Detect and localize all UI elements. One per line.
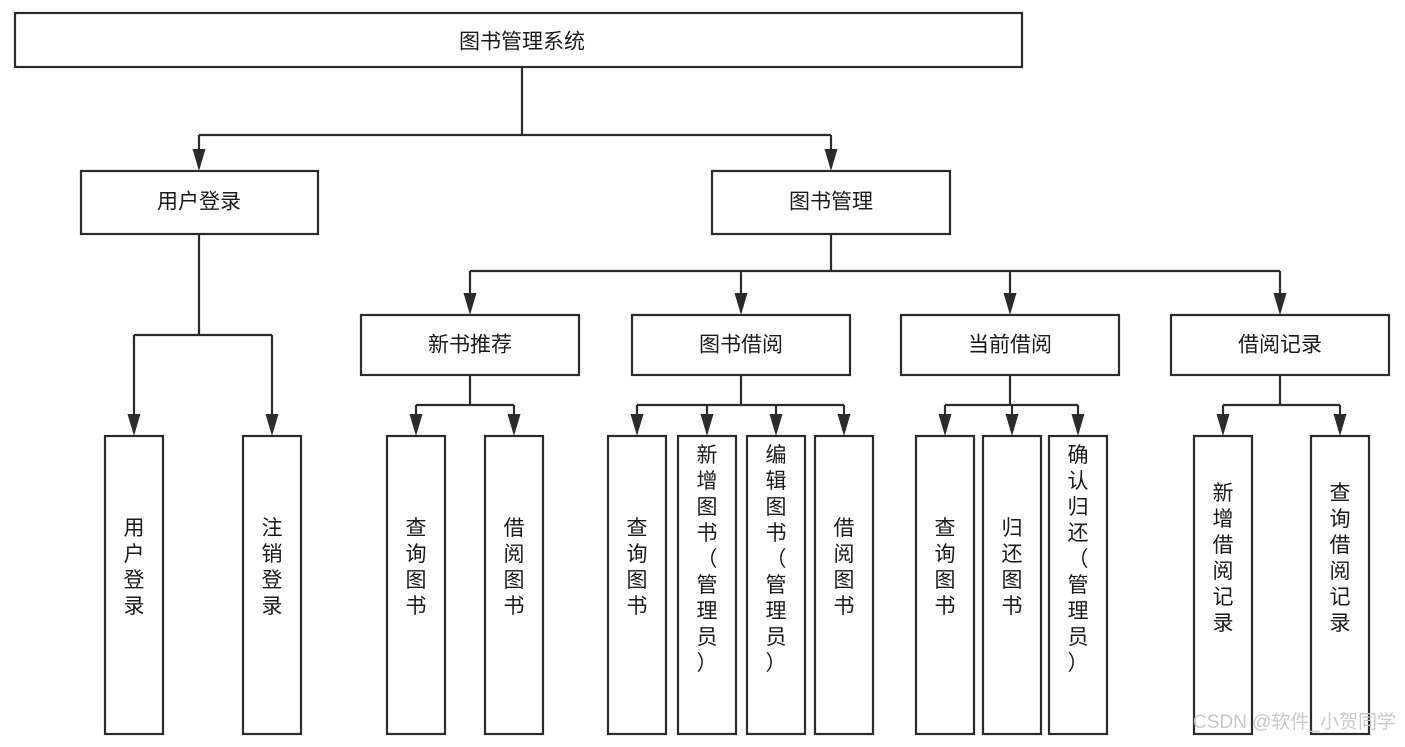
node-box-leaf-confirm-return[interactable] <box>1047 434 1109 736</box>
node-label: 图书管理 <box>789 191 873 214</box>
arrow-head-icon <box>630 414 644 436</box>
node-leaf-query-book-2[interactable]: 查询图书 <box>606 434 668 736</box>
node-label: 图书借阅 <box>699 334 783 357</box>
node-label: 归还图书 <box>1002 517 1023 618</box>
arrow-head-icon <box>734 293 748 315</box>
node-box-root[interactable] <box>13 11 1024 69</box>
node-leaf-add-book[interactable]: 新增图书（管理员） <box>676 434 738 736</box>
node-box-new-book-recommend[interactable] <box>359 313 581 377</box>
node-root[interactable]: 图书管理系统 <box>13 11 1024 69</box>
node-leaf-edit-book[interactable]: 编辑图书（管理员） <box>745 434 807 736</box>
node-leaf-query-record[interactable]: 查询借阅记录 <box>1309 434 1371 736</box>
node-label: 新书推荐 <box>428 334 512 357</box>
node-label: 新增图书（管理员） <box>697 444 718 675</box>
arrow-head-icon <box>463 293 477 315</box>
node-label: 借阅图书 <box>504 517 525 618</box>
node-label: 新增借阅记录 <box>1213 482 1234 635</box>
arrow-head-icon <box>824 149 838 171</box>
arrow-head-icon <box>1216 414 1230 436</box>
node-current-borrow[interactable]: 当前借阅 <box>899 313 1121 377</box>
arrow-head-icon <box>127 414 141 436</box>
node-box-borrow-record[interactable] <box>1169 313 1391 377</box>
node-box-leaf-borrow-book-2[interactable] <box>813 434 875 736</box>
node-box-user-login[interactable] <box>79 169 320 236</box>
node-label: 当前借阅 <box>968 334 1052 357</box>
node-label: 编辑图书（管理员） <box>766 444 787 675</box>
node-book-manage[interactable]: 图书管理 <box>710 169 952 236</box>
arrow-head-icon <box>837 414 851 436</box>
arrow-head-icon <box>1005 414 1019 436</box>
node-box-leaf-borrow-book-1[interactable] <box>483 434 545 736</box>
node-box-leaf-edit-book[interactable] <box>745 434 807 736</box>
node-box-book-manage[interactable] <box>710 169 952 236</box>
arrow-head-icon <box>507 414 521 436</box>
node-box-leaf-query-book-2[interactable] <box>606 434 668 736</box>
arrow-head-icon <box>1003 293 1017 315</box>
node-leaf-query-book-1[interactable]: 查询图书 <box>385 434 447 736</box>
node-leaf-query-book-3[interactable]: 查询图书 <box>914 434 976 736</box>
node-label: 查询图书 <box>935 517 956 618</box>
node-label: 用户登录 <box>157 191 241 214</box>
node-leaf-borrow-book-1[interactable]: 借阅图书 <box>483 434 545 736</box>
node-label: 用户登录 <box>124 517 145 618</box>
node-label: 查询图书 <box>406 517 427 618</box>
csdn-watermark: CSDN @软件_小贺同学 <box>1193 711 1396 733</box>
node-leaf-user-login[interactable]: 用户登录 <box>103 434 165 736</box>
node-new-book-recommend[interactable]: 新书推荐 <box>359 313 581 377</box>
node-box-leaf-query-book-3[interactable] <box>914 434 976 736</box>
node-leaf-return-book[interactable]: 归还图书 <box>981 434 1043 736</box>
node-box-leaf-logout[interactable] <box>241 434 303 736</box>
node-box-current-borrow[interactable] <box>899 313 1121 377</box>
node-label: 借阅记录 <box>1238 334 1322 357</box>
node-label: 图书管理系统 <box>459 31 585 54</box>
node-label: 查询图书 <box>627 517 648 618</box>
arrow-head-icon <box>938 414 952 436</box>
arrow-head-icon <box>769 414 783 436</box>
arrow-head-icon <box>409 414 423 436</box>
node-label: 确认归还（管理员） <box>1068 444 1089 675</box>
node-label: 查询借阅记录 <box>1330 482 1351 635</box>
node-leaf-borrow-book-2[interactable]: 借阅图书 <box>813 434 875 736</box>
node-book-borrow[interactable]: 图书借阅 <box>630 313 852 377</box>
node-label: 借阅图书 <box>834 517 855 618</box>
arrow-head-icon <box>192 149 206 171</box>
node-box-leaf-add-record[interactable] <box>1192 434 1254 736</box>
node-box-leaf-add-book[interactable] <box>676 434 738 736</box>
node-leaf-add-record[interactable]: 新增借阅记录 <box>1192 434 1254 736</box>
node-leaf-logout[interactable]: 注销登录 <box>241 434 303 736</box>
node-box-leaf-query-record[interactable] <box>1309 434 1371 736</box>
arrow-head-icon <box>1333 414 1347 436</box>
arrow-head-icon <box>265 414 279 436</box>
node-layer: 图书管理系统用户登录图书管理新书推荐图书借阅当前借阅借阅记录用户登录注销登录查询… <box>13 11 1391 736</box>
node-box-book-borrow[interactable] <box>630 313 852 377</box>
node-label: 注销登录 <box>262 517 283 618</box>
node-user-login[interactable]: 用户登录 <box>79 169 320 236</box>
node-box-leaf-return-book[interactable] <box>981 434 1043 736</box>
node-box-leaf-user-login[interactable] <box>103 434 165 736</box>
arrow-head-icon <box>700 414 714 436</box>
node-borrow-record[interactable]: 借阅记录 <box>1169 313 1391 377</box>
node-box-leaf-query-book-1[interactable] <box>385 434 447 736</box>
arrow-head-icon <box>1071 414 1085 436</box>
connector-layer <box>127 67 1347 436</box>
node-leaf-confirm-return[interactable]: 确认归还（管理员） <box>1047 434 1109 736</box>
arrow-head-icon <box>1273 293 1287 315</box>
